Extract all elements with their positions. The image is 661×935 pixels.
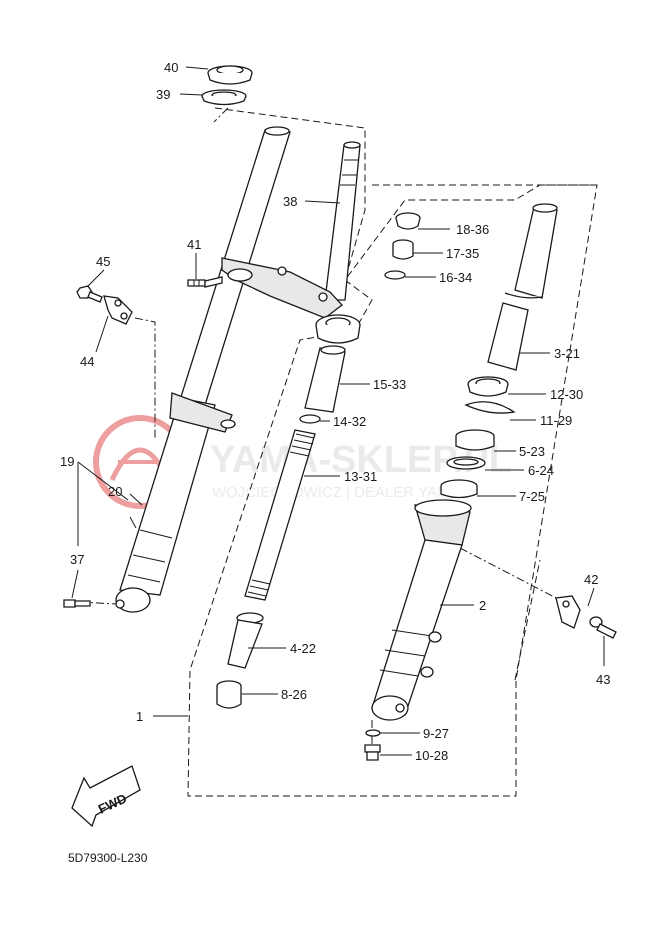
part-5-23-bushing [455,429,495,451]
part-8-26-piece [216,680,242,709]
leader-lines [71,66,605,756]
callout-14-32: 14-32 [333,414,366,429]
part-12-30-oil-seal [467,376,509,397]
group-boundary-right [514,184,597,681]
callout-42: 42 [584,572,598,587]
callout-11-29: 11-29 [540,413,572,428]
callout-40: 40 [164,60,178,75]
callout-17-35: 17-35 [446,246,479,261]
part-40-seal [207,65,253,85]
part-45-bolt [76,285,103,303]
callout-37: 37 [70,552,84,567]
part-6-24-washer [446,456,486,470]
callout-9-27: 9-27 [423,726,449,741]
callout-6-24: 6-24 [528,463,554,478]
part-10-28-bolt [364,744,381,761]
part-39-bearing [201,89,247,106]
part-38-steering-stem [324,141,361,301]
steering-stem-boundary [214,107,366,281]
callout-18-36: 18-36 [456,222,489,237]
callout-39: 39 [156,87,170,102]
under-bracket [221,257,361,344]
callout-43: 43 [596,672,610,687]
part-42-bracket [555,595,581,629]
part-11-29-clip [464,401,516,414]
callout-5-23: 5-23 [519,444,545,459]
part-43-bolt [589,616,617,639]
part-7-25-bushing [440,479,478,499]
part-3-21-inner-tube [487,203,558,371]
callout-labels: 40 39 38 41 45 44 19 20 37 1 18-36 17-35… [60,60,610,763]
callout-12-30: 12-30 [550,387,583,402]
callout-45: 45 [96,254,110,269]
part-4-22-damper-rod [227,612,264,669]
callout-38: 38 [283,194,297,209]
part-41-bolt [187,276,223,288]
centerline-bracket-44 [134,317,156,440]
part-18-36-cap [395,212,421,230]
part-13-31-spring [244,429,316,601]
callout-44: 44 [80,354,94,369]
callout-4-22: 4-22 [290,641,316,656]
callout-7-25: 7-25 [519,489,545,504]
callout-1: 1 [136,709,143,724]
part-44-hose-bracket [103,295,133,325]
part-2-outer-tube [371,499,472,721]
diagram-code: 5D79300-L230 [68,851,148,865]
callout-10-28: 10-28 [415,748,448,763]
part-15-33-spacer [304,345,346,413]
part-17-35-bolt [392,239,414,260]
centerline-42 [459,547,561,601]
part-37-bolt [63,599,91,608]
callout-15-33: 15-33 [373,377,406,392]
group-boundary-1 [187,184,598,797]
callout-13-31: 13-31 [344,469,377,484]
callout-16-34: 16-34 [439,270,472,285]
callout-3-21: 3-21 [554,346,580,361]
callout-19: 19 [60,454,74,469]
watermark-line2: WOJCIECHOWICZ | DEALER YAMAHA [212,484,480,501]
part-16-34-oring [384,270,406,280]
callout-2: 2 [479,598,486,613]
callout-8-26: 8-26 [281,687,307,702]
callout-20: 20 [108,484,122,499]
part-14-32-washer [299,414,321,424]
part-9-27-washer [365,729,381,737]
fwd-arrow-icon: FWD [71,765,141,828]
callout-41: 41 [187,237,201,252]
centerline-stem [213,107,229,123]
